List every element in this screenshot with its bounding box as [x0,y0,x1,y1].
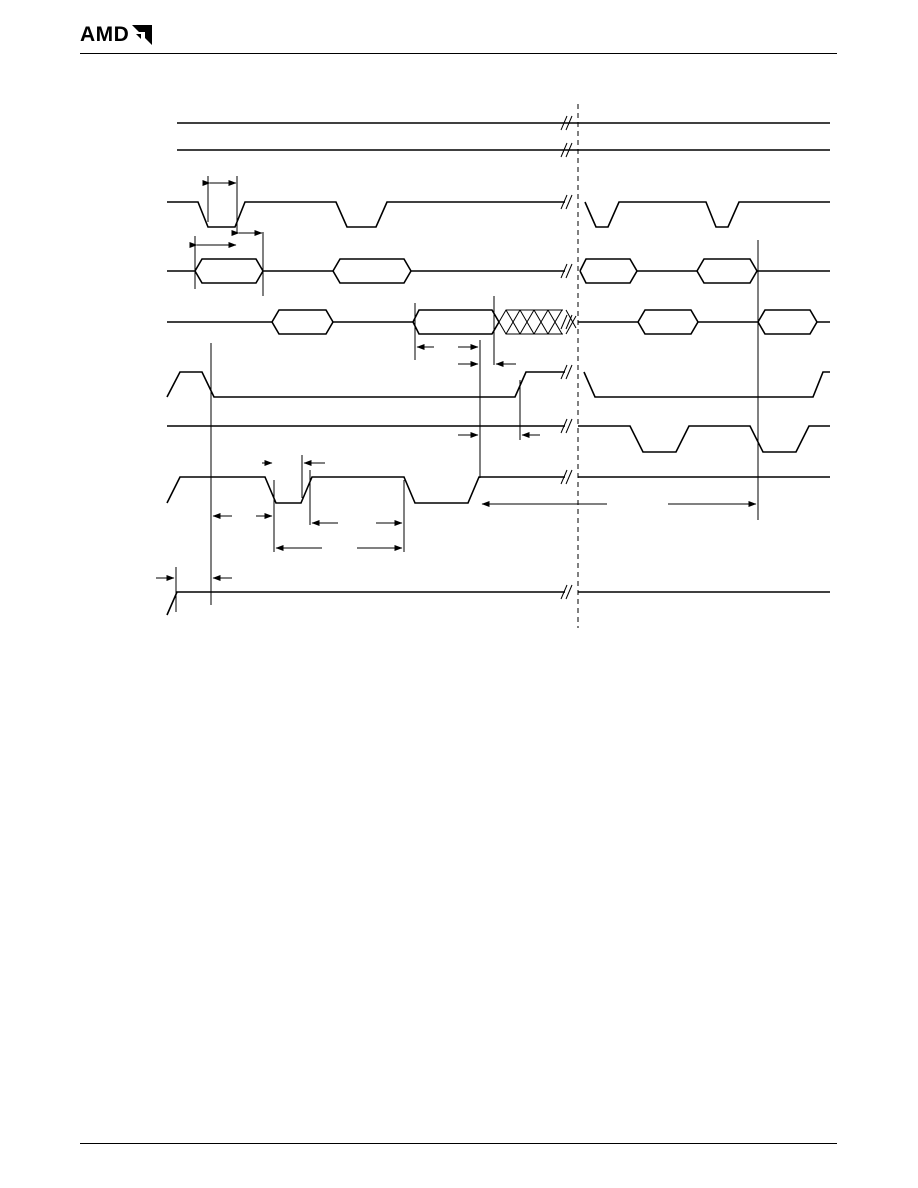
signal-line-5-data [167,296,830,367]
header-rule [80,53,837,54]
amd-logo: AMD [80,22,153,48]
signal-line-9 [156,567,830,616]
amd-arrow-logo-icon [132,25,153,45]
footer-rule [80,1143,837,1144]
signal-line-8 [166,455,830,552]
signal-line-6 [166,343,830,605]
signal-line-4-bus [167,232,830,520]
signal-line-1 [177,115,830,131]
signal-line-2 [177,142,830,158]
brand-name: AMD [80,23,130,46]
signal-line-7 [167,340,830,478]
signal-line-3-strobe [167,176,830,236]
